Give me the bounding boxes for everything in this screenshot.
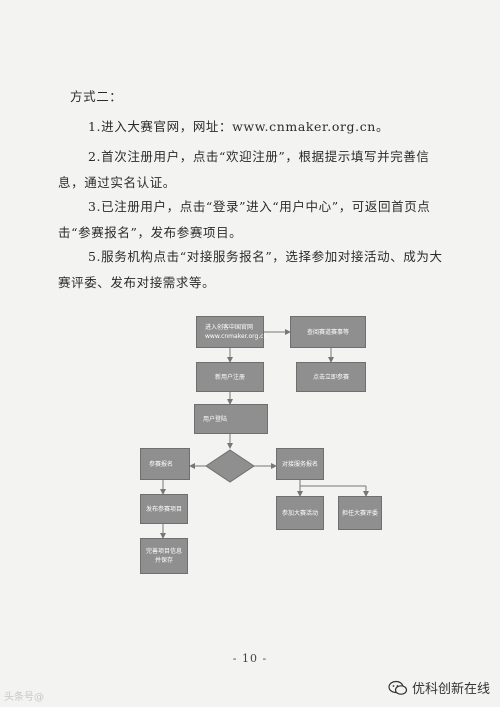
- flow-complete-info: 完善项目信息 并保存: [140, 538, 188, 574]
- flow-join-activity: 参加大赛活动: [276, 496, 324, 530]
- registration-flowchart: 进入创客中国官网 www.cnmaker.org.cn 查阅赛道赛事等 点击立即…: [130, 308, 382, 598]
- flow-publish-project: 发布参赛项目: [140, 494, 188, 524]
- flow-click-signup: 点击立即参赛: [296, 362, 366, 392]
- watermark-left: 头条号@: [4, 692, 44, 703]
- wechat-icon: [388, 680, 408, 695]
- watermark-right-text: 优科创新在线: [411, 682, 490, 697]
- watermark-right: 优科创新在线: [388, 678, 490, 697]
- flow-enter-site: 进入创客中国官网 www.cnmaker.org.cn: [196, 316, 268, 348]
- flow-competition-signup: 参赛报名: [140, 448, 190, 480]
- decision-diamond: [205, 449, 255, 483]
- flow-new-user-register: 新用户注册: [196, 362, 264, 392]
- paragraph-4: 5.服务机构点击“对接服务报名”，选择参加对接活动、成为大赛评委、发布对接需求等…: [58, 249, 443, 290]
- flow-view-process: 查阅赛道赛事等: [290, 316, 366, 348]
- paragraph-3: 3.已注册用户，点击“登录”进入“用户中心”，可返回首页点击“参赛报名”，发布参…: [58, 199, 431, 240]
- flow-enter-site-url: www.cnmaker.org.cn: [205, 333, 268, 340]
- paragraph-2: 2.首次注册用户，点击“欢迎注册”，根据提示填写并完善信息，通过实名认证。: [58, 149, 430, 190]
- flow-enter-site-label: 进入创客中国官网: [205, 324, 254, 331]
- page-number: - 10 -: [232, 652, 268, 665]
- flow-user-login: 用户登陆: [194, 404, 268, 434]
- paragraph-1: 1.进入大赛官网，网址：www.cnmaker.org.cn。: [88, 119, 390, 134]
- flow-service-signup: 对接服务报名: [276, 448, 324, 480]
- section-heading: 方式二：: [70, 89, 123, 104]
- flowchart-connectors: [160, 329, 369, 539]
- flow-become-judge: 担任大赛评委: [338, 496, 382, 530]
